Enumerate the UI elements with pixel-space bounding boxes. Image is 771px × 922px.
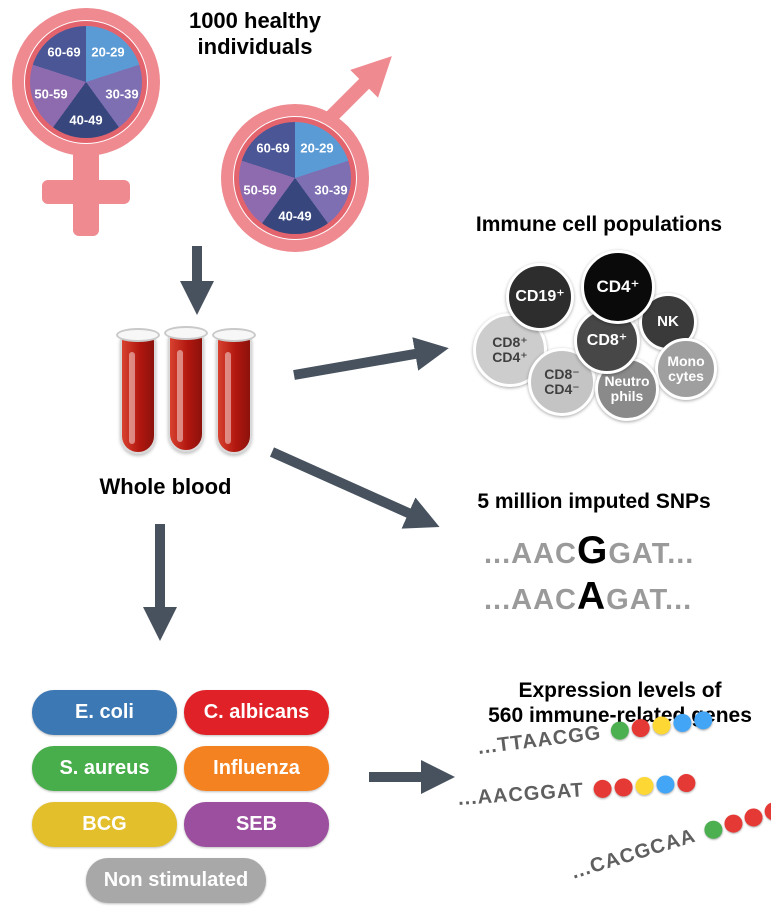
stimulus-calbicans: C. albicans: [184, 690, 329, 735]
stimulus-label: C. albicans: [203, 701, 310, 723]
male-symbol-arrow: [325, 56, 392, 123]
stimulus-label: E. coli: [75, 701, 134, 723]
age-segment-label: 40-49: [278, 208, 312, 224]
blood-tube-body: [216, 334, 252, 454]
expression-bead: [593, 779, 613, 799]
stimulus-influenza: Influenza: [184, 746, 329, 791]
snp-variant-allele: G: [577, 529, 609, 572]
expression-bead: [693, 710, 714, 731]
tube-highlight: [177, 350, 183, 442]
snp-sequence-ref: ...AACGGAT...: [484, 531, 694, 570]
stimulus-label: BCG: [82, 813, 127, 835]
blood-tube-lip: [164, 326, 208, 340]
age-segment-label: 60-69: [256, 140, 290, 156]
gene-sequence: ...AACGGAT: [457, 779, 585, 810]
stimulus-saureus: S. aureus: [32, 746, 177, 791]
age-segment-label: 50-59: [34, 86, 68, 102]
expression-bead: [742, 806, 765, 830]
gene-sequence: ...CACGCAA: [568, 824, 699, 884]
cell-label: CD4⁺: [596, 277, 640, 297]
age-segment-label: 50-59: [243, 182, 277, 198]
expression-bead: [702, 818, 725, 842]
expression-bead: [630, 718, 651, 739]
expression-bead: [722, 812, 745, 836]
stimulus-seb: SEB: [184, 802, 329, 847]
expression-bead: [635, 776, 655, 796]
expression-bead: [656, 775, 676, 795]
expression-row: ...CACGCAA: [569, 798, 771, 884]
tube-highlight: [225, 352, 231, 444]
blood-tube: [212, 328, 256, 454]
female-age-pie: 20-29 30-39 40-49 50-59 60-69: [25, 21, 147, 143]
female-symbol-ring: 20-29 30-39 40-49 50-59 60-69: [12, 8, 160, 156]
blood-tube-lip: [116, 328, 160, 342]
male-symbol-ring: 20-29 30-39 40-49 50-59 60-69: [221, 104, 369, 252]
stimulus-non-stimulated: Non stimulated: [86, 858, 266, 903]
stimulus-label: Non stimulated: [103, 869, 249, 891]
expression-title-line1: Expression levels of: [518, 679, 722, 702]
age-segment-label: 60-69: [47, 44, 81, 60]
expression-beads: [699, 800, 771, 842]
study-size-title-line2: individuals: [197, 34, 313, 60]
snp-seq-prefix: ...AAC: [484, 538, 577, 570]
snp-variant-allele: A: [577, 575, 607, 618]
expression-bead: [672, 713, 693, 734]
snp-sequence-alt: ...AACAGAT...: [484, 577, 692, 616]
cell-label: CD19⁺: [515, 287, 565, 305]
blood-tube: [164, 326, 208, 452]
cell-label: CD8⁻ CD4⁻: [544, 366, 580, 397]
expression-bead: [651, 715, 672, 736]
blood-tube-body: [120, 334, 156, 454]
tube-highlight: [129, 352, 135, 444]
cell-label: CD8⁺ CD4⁺: [492, 334, 528, 365]
stimulus-bcg: BCG: [32, 802, 177, 847]
stimulus-ecoli: E. coli: [32, 690, 177, 735]
snps-title: 5 million imputed SNPs: [477, 490, 711, 513]
cell-label: CD8⁺: [586, 331, 628, 349]
expression-row: ...AACGGAT: [457, 771, 697, 811]
stimulus-label: Influenza: [213, 757, 300, 779]
cell-label: NK: [657, 313, 679, 331]
cell-label: Neutro phils: [604, 373, 650, 404]
cell-cd4: CD4⁺: [581, 250, 655, 324]
age-segment-label: 40-49: [69, 112, 103, 128]
arrow-blood-to-cells: [293, 337, 449, 380]
cell-monocytes: Mono cytes: [655, 338, 717, 400]
blood-tube-lip: [212, 328, 256, 342]
expression-bead: [762, 800, 771, 823]
snp-seq-suffix: GAT...: [608, 538, 695, 570]
age-segment-label: 20-29: [300, 140, 334, 156]
age-segment-label: 30-39: [314, 182, 348, 198]
expression-bead: [609, 720, 631, 741]
blood-tube: [116, 328, 160, 454]
blood-tube-body: [168, 332, 204, 452]
cell-label: Mono cytes: [667, 353, 705, 384]
age-segment-label: 30-39: [105, 86, 139, 102]
snp-seq-suffix: GAT...: [606, 584, 693, 616]
snp-seq-prefix: ...AAC: [484, 584, 577, 616]
cell-cd19: CD19⁺: [506, 263, 574, 331]
expression-bead: [614, 778, 634, 798]
age-segment-label: 20-29: [91, 44, 125, 60]
whole-blood-label: Whole blood: [99, 474, 232, 499]
expression-beads: [590, 773, 697, 799]
female-symbol-crossbar: [42, 180, 130, 204]
immune-cells-title: Immune cell populations: [475, 213, 723, 236]
study-size-title-line1: 1000 healthy: [188, 8, 322, 33]
stimulus-label: S. aureus: [59, 757, 150, 779]
study-size-title: 1000 healthy individuals: [160, 8, 350, 61]
stimulus-label: SEB: [235, 813, 278, 835]
male-age-pie: 20-29 30-39 40-49 50-59 60-69: [234, 117, 356, 239]
arrow-blood-to-snps: [269, 447, 440, 529]
expression-bead: [677, 773, 697, 793]
